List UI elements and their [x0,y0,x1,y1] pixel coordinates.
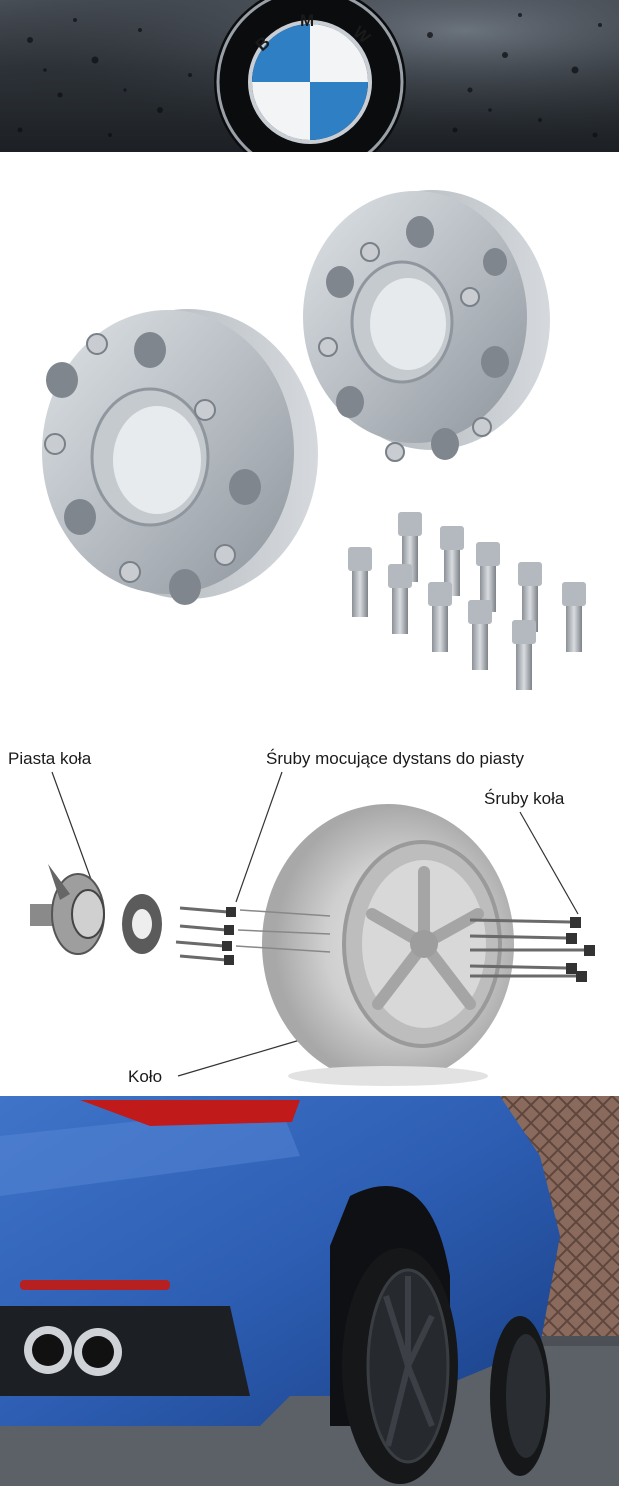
rear-wheel [342,1248,458,1484]
label-wheel-hub: Piasta koła [8,749,92,768]
bmw-emblem [214,0,406,152]
spacer-bolt-heads [222,907,236,965]
wheel-hub-illustration [30,864,105,955]
wheel-spacer-back [303,190,550,462]
bolt-set [348,512,586,690]
label-wheel-bolts: Śruby koła [484,789,565,808]
wheel-illustration [262,804,514,1086]
water-droplets [17,13,602,138]
front-wheel [490,1316,550,1476]
emblem-letter-m: M [300,11,314,30]
label-spacer-bolts: Śruby mocujące dystans do piasty [266,749,524,768]
wheel-spacer-front [42,309,318,605]
rear-diffuser [0,1306,250,1396]
rear-reflector [20,1280,170,1290]
mounting-lines [235,909,331,953]
taillight [80,1100,300,1126]
spacer-bolts-illustration [175,906,229,962]
car-rear-image [0,1096,619,1486]
exhaust-pipes [24,1326,122,1376]
label-wheel: Koło [128,1067,162,1086]
bmw-logo-photo: B M W [0,0,619,152]
leader-lines [51,771,579,1077]
wheel-bolts-illustration [469,918,584,978]
assembly-diagram: Piasta koła Śruby mocujące dystans do pi… [0,704,619,1092]
car-rear-photo [0,1096,619,1486]
wheel-spacers-image [42,190,586,690]
wheel-bolt-heads [566,917,595,982]
bmw-emblem-image: B M W [0,0,619,152]
wheel-spacers-photo [0,152,619,704]
spacer-disc-illustration [122,894,162,954]
assembly-diagram-image: Piasta koła Śruby mocujące dystans do pi… [8,749,595,1086]
